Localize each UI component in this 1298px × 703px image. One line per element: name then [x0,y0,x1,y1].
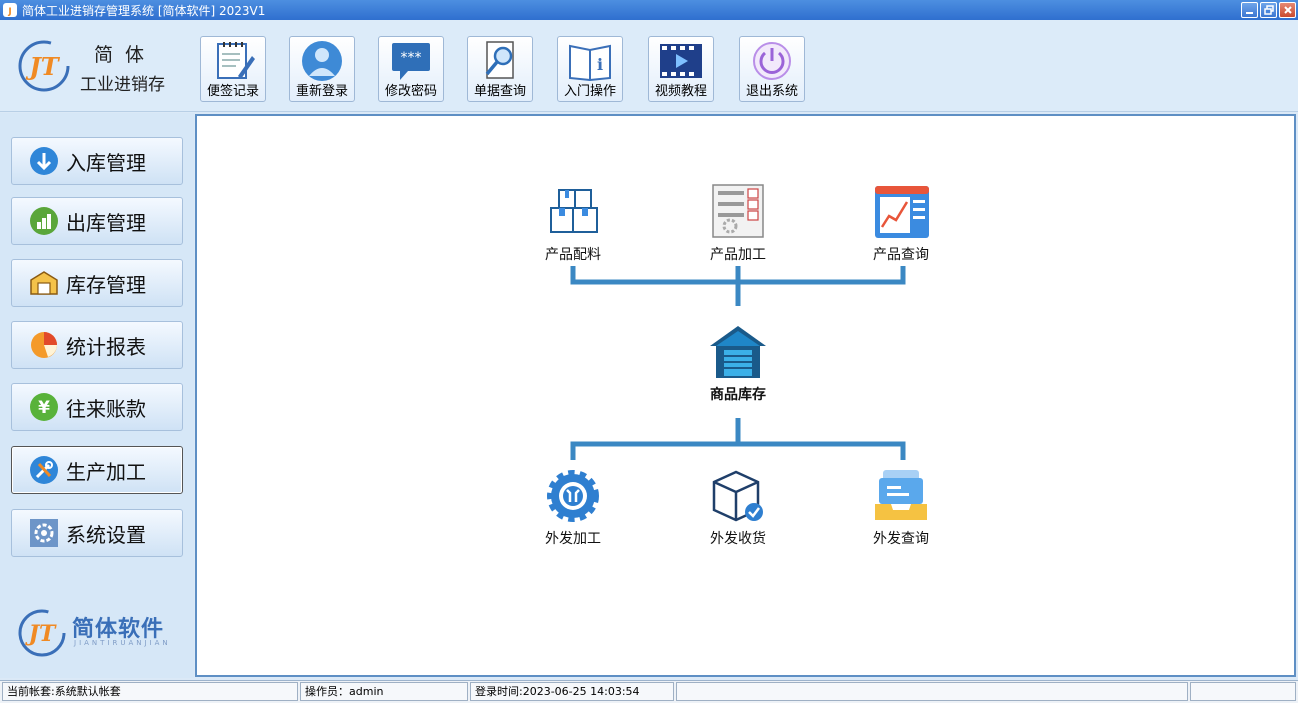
sidebar-item-reports[interactable]: 统计报表 [11,321,183,369]
main-panel: 产品配料 产品加工 产品查询 [195,114,1296,677]
restore-icon [1263,5,1274,15]
node-inventory[interactable]: 商品库存 [688,322,788,404]
node-outsource-processing[interactable]: 外发加工 [523,466,623,548]
svg-text:i: i [597,55,603,74]
app-icon: J [3,3,17,17]
package-check-icon [712,470,763,522]
title-bar: J 简体工业进销存管理系统 [简体软件] 2023V1 [0,0,1298,20]
tool-label: 视频教程 [654,84,707,99]
status-bar: 当前帐套:系统默认帐套 操作员：admin 登录时间:2023-06-25 14… [0,680,1298,703]
document-search-icon [485,41,514,79]
notepad-icon [217,42,255,79]
svg-text:JT: JT [25,621,57,647]
tool-label: 便签记录 [206,84,259,99]
sidebar-item-inbound[interactable]: 入库管理 [11,137,183,185]
gear-icon [30,519,58,547]
yen-icon: ¥ [30,393,58,421]
svg-text:***: *** [401,50,422,66]
restore-button[interactable] [1260,2,1277,18]
bar-chart-icon [30,207,58,235]
svg-text:¥: ¥ [38,398,50,418]
boxes-icon [550,189,598,233]
pie-chart-icon [31,332,57,358]
footer-logo-text: 简体软件 [72,617,165,642]
header: JT 简体 工业进销存 便签记录 重新登录 *** 修改密码 [0,20,1298,112]
video-tutorial-button[interactable]: 视频教程 [648,36,714,102]
svg-text:JT: JT [25,52,60,81]
inbox-tray-icon [875,470,927,520]
brand-line1: 简体 [94,44,157,66]
close-button[interactable] [1279,2,1296,18]
tool-label: 重新登录 [295,84,348,99]
tool-label: 修改密码 [384,84,437,99]
relogin-button[interactable]: 重新登录 [289,36,355,102]
book-info-icon: i [569,44,611,82]
minimize-icon [1245,12,1253,14]
arrow-down-icon [30,147,58,175]
change-password-button[interactable]: *** 修改密码 [378,36,444,102]
sidebar-item-label: 系统设置 [66,522,146,547]
sidebar-item-label: 入库管理 [66,150,146,175]
sidebar-item-label: 出库管理 [66,210,146,235]
sidebar-item-label: 统计报表 [66,334,146,359]
footer-logo: JT 简体软件 JIANTIRUANJIAN [16,607,186,663]
password-icon: *** [392,43,430,80]
sidebar-item-accounts[interactable]: ¥ 往来账款 [11,383,183,431]
tools-icon [30,456,58,484]
warehouse-box-icon [30,271,58,295]
status-extra-1 [676,682,1188,701]
node-label: 商品库存 [710,387,766,403]
sidebar-item-label: 库存管理 [66,272,146,297]
warehouse-icon [710,326,766,378]
node-outsource-query[interactable]: 外发查询 [851,466,951,548]
node-label: 外发加工 [545,531,601,547]
document-query-button[interactable]: 单据查询 [467,36,533,102]
footer-logo-subtext: JIANTIRUANJIAN [74,639,171,647]
tool-label: 入门操作 [563,84,616,99]
status-account: 当前帐套:系统默认帐套 [2,682,298,701]
window-title: 简体工业进销存管理系统 [简体软件] 2023V1 [22,3,266,18]
footer-logo-mark: JT [18,609,66,657]
brand-line2: 工业进销存 [80,75,165,95]
sidebar-item-production[interactable]: 生产加工 [11,446,183,494]
brand-logo: JT [18,40,70,92]
svg-text:J: J [7,7,11,17]
sidebar-item-label: 往来账款 [66,396,146,421]
gear-wrench-icon [547,470,599,522]
brand: JT 简体 工业进销存 [14,36,184,102]
node-product-batching[interactable]: 产品配料 [523,182,623,264]
sidebar-item-settings[interactable]: 系统设置 [11,509,183,557]
sidebar: 入库管理 出库管理 库存管理 统计报表 ¥ 往来账款 [0,113,194,678]
report-chart-icon [875,186,929,238]
flow-connectors [570,266,906,460]
node-label: 产品查询 [873,247,929,263]
status-operator: 操作员：admin [300,682,468,701]
node-product-processing[interactable]: 产品加工 [688,182,788,264]
power-icon [753,42,791,80]
node-label: 产品加工 [710,247,766,263]
getting-started-button[interactable]: i 入门操作 [557,36,623,102]
sidebar-item-inventory[interactable]: 库存管理 [11,259,183,307]
tool-label: 退出系统 [745,84,798,99]
node-label: 外发查询 [873,531,929,547]
node-label: 外发收货 [710,531,766,547]
checklist-icon [712,184,764,238]
minimize-button[interactable] [1241,2,1258,18]
status-extra-2 [1190,682,1296,701]
exit-button[interactable]: 退出系统 [739,36,805,102]
sidebar-item-outbound[interactable]: 出库管理 [11,197,183,245]
close-icon [1283,6,1292,14]
node-outsource-receiving[interactable]: 外发收货 [688,466,788,548]
node-product-query[interactable]: 产品查询 [851,182,951,264]
sidebar-item-label: 生产加工 [66,459,146,484]
node-label: 产品配料 [545,247,601,263]
video-icon [660,44,702,78]
status-login-time: 登录时间:2023-06-25 14:03:54 [470,682,674,701]
notes-button[interactable]: 便签记录 [200,36,266,102]
tool-label: 单据查询 [473,84,526,99]
user-icon [302,41,342,81]
